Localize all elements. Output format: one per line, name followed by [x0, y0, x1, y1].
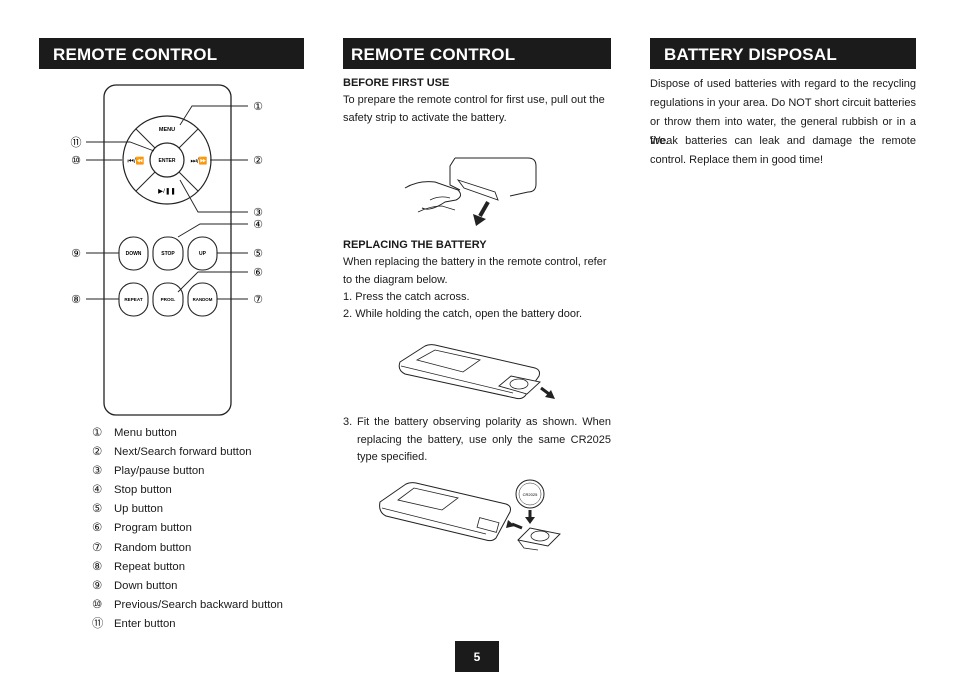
up-key: UP	[199, 251, 207, 257]
play-key: ▶/❚❚	[158, 187, 176, 195]
remote-control-header: REMOTE CONTROL	[39, 38, 304, 69]
step-2: 2. While holding the catch, open the bat…	[343, 308, 583, 320]
callout-8: ⑧	[71, 294, 81, 306]
replacing-battery-text: When replacing the battery in the remote…	[343, 256, 607, 286]
callout-2: ②	[253, 155, 263, 167]
random-key: RANDOM	[193, 297, 213, 302]
disposal-paragraph-2: Weak batteries can leak and damage the r…	[650, 135, 916, 166]
callout-9: ⑨	[71, 248, 81, 260]
callout-6: ⑥	[253, 267, 263, 279]
step-3-number: 3.	[343, 416, 353, 428]
menu-key: MENU	[159, 127, 175, 133]
prog-key: PROG.	[161, 297, 176, 302]
callout-10: ⑩	[71, 155, 81, 167]
disposal-header: BATTERY DISPOSAL	[650, 38, 916, 69]
stop-key: STOP	[161, 251, 175, 257]
callout-11: ⑪	[71, 136, 82, 149]
batteries-header: REMOTE CONTROL BATTERIES	[343, 38, 611, 97]
page-number: 5	[455, 641, 499, 672]
fit-battery-figure: CR2025	[379, 479, 561, 551]
enter-key: ENTER	[159, 158, 176, 164]
remote-control-diagram: MENU ENTER ⏮/⏪ ⏭/⏩ ▶/❚❚ DOWN STOP UP REP…	[71, 84, 263, 416]
next-key: ⏭/⏩	[191, 156, 208, 165]
prev-key: ⏮/⏪	[128, 156, 145, 165]
step-1: 1. Press the catch across.	[343, 291, 470, 303]
callout-5: ⑤	[253, 248, 263, 260]
callout-4: ④	[253, 219, 263, 231]
replacing-battery-title: REPLACING THE BATTERY	[343, 239, 487, 251]
before-first-use-text: To prepare the remote control for first …	[343, 94, 605, 124]
down-key: DOWN	[126, 251, 142, 257]
before-first-use-title: BEFORE FIRST USE	[343, 77, 450, 89]
callout-1: ①	[253, 101, 263, 113]
disposal-paragraph-1: Dispose of used batteries with regard to…	[650, 78, 916, 147]
safety-strip-figure	[404, 157, 537, 226]
battery-door-figure	[398, 344, 555, 400]
callout-7: ⑦	[253, 294, 263, 306]
repeat-key: REPEAT	[124, 297, 142, 302]
coin-cell-label: CR2025	[523, 492, 538, 497]
step-3: Fit the battery observing polarity as sh…	[357, 416, 611, 463]
callout-3: ③	[253, 207, 263, 219]
